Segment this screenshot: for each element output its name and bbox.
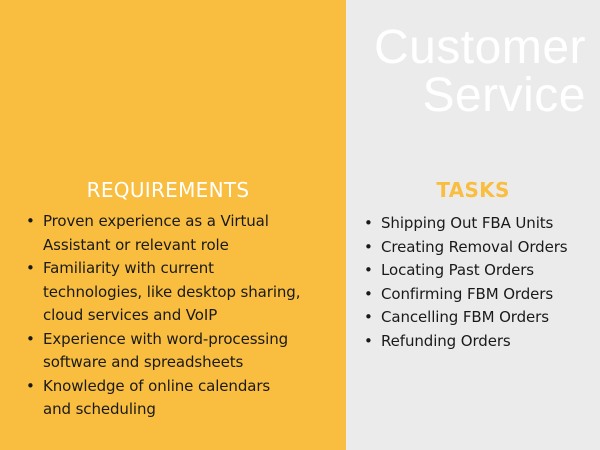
bullet-icon: • — [364, 261, 373, 279]
tasks-list: • Shipping Out FBA Units • Creating Remova… — [364, 212, 594, 353]
task-text: Locating Past Orders — [381, 261, 535, 279]
title-line-2: Service — [422, 69, 586, 122]
task-item: • Shipping Out FBA Units — [364, 212, 594, 236]
tasks-heading: TASKS — [436, 178, 510, 202]
page-title: Customer Service — [374, 24, 586, 120]
task-item: • Refunding Orders — [364, 330, 594, 354]
task-item: • Creating Removal Orders — [364, 236, 594, 260]
task-text: Creating Removal Orders — [381, 237, 568, 256]
task-text: Cancelling FBM Orders — [381, 308, 549, 326]
task-item: • Locating Past Orders — [364, 259, 594, 283]
task-text: Confirming FBM Orders — [381, 284, 554, 303]
right-panel — [346, 0, 600, 450]
task-text: Refunding Orders — [381, 331, 511, 350]
bullet-icon: • — [364, 331, 373, 350]
bullet-icon: • — [26, 259, 35, 277]
bullet-icon: • — [364, 214, 373, 232]
bullet-icon: • — [364, 308, 373, 326]
left-panel — [0, 0, 346, 450]
bullet-icon: • — [26, 212, 35, 230]
title-line-1: Customer — [373, 21, 586, 74]
task-item: • Confirming FBM Orders — [364, 283, 594, 307]
requirements-heading: REQUIREMENTS — [86, 178, 250, 202]
task-item: • Cancelling FBM Orders — [364, 306, 594, 330]
bullet-icon: • — [26, 376, 35, 395]
bullet-icon: • — [364, 284, 373, 303]
bullet-icon: • — [364, 237, 373, 256]
bullet-icon: • — [26, 329, 35, 348]
task-text: Shipping Out FBA Units — [381, 214, 554, 232]
